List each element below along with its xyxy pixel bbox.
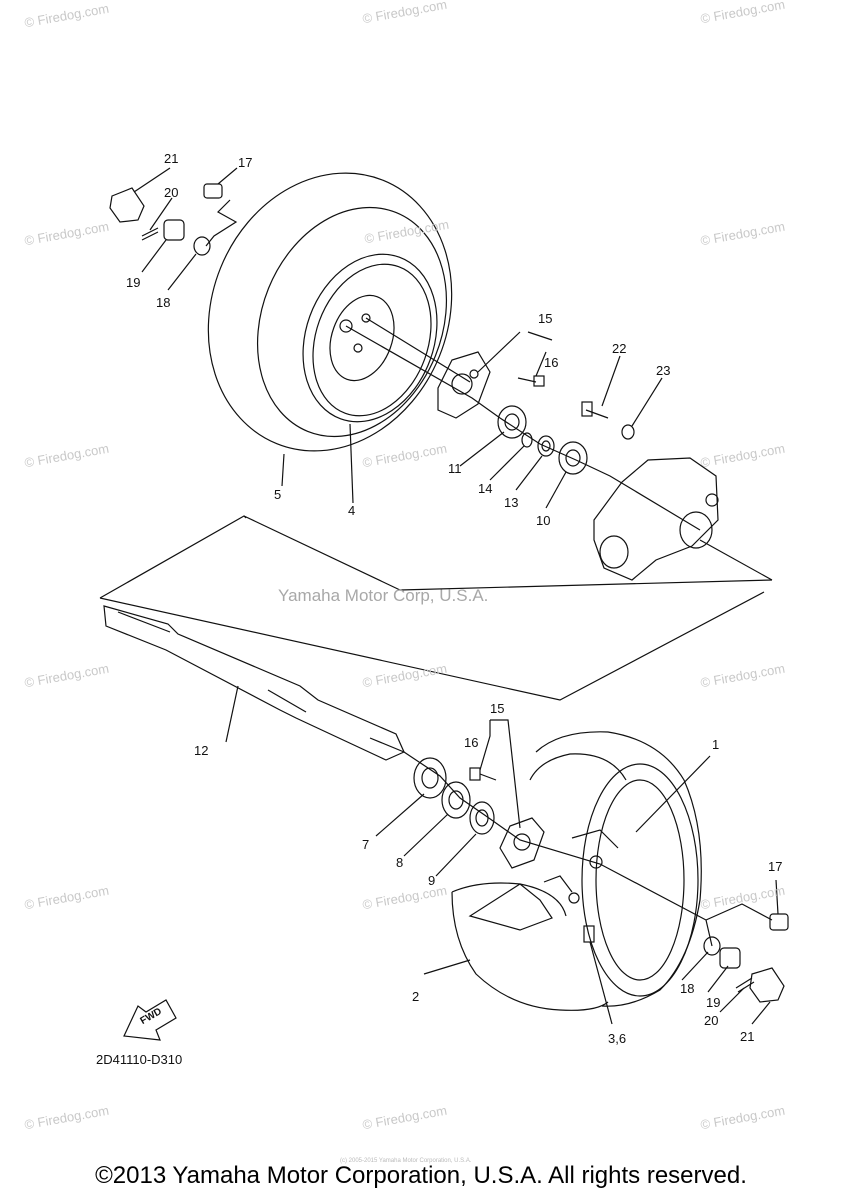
lower-wheel-half-inner [451,875,609,1011]
part-label-21-bottom: 21 [740,1029,755,1044]
lower-bearing-8 [441,781,471,819]
lower-wheel-half-outer [529,731,702,1007]
part-label-10: 10 [536,513,551,528]
upper-tire [207,172,453,452]
part-label-23: 23 [656,363,671,378]
part-label-15-bottom: 15 [490,701,505,716]
part-label-18-bottom: 18 [680,981,695,996]
part-label-19-top: 19 [126,275,141,290]
part-label-16-bottom: 16 [464,735,479,750]
lower-bearing-7 [413,757,447,799]
part-label-4: 4 [348,503,356,518]
axle-plane-frame [99,515,773,701]
axle-housing [593,457,719,581]
upper-castle-nut-19 [163,219,185,241]
manufacturer-watermark: Yamaha Motor Corp, U.S.A. [278,586,489,605]
part-label-9: 9 [428,873,436,888]
rear-axle [103,605,405,761]
lower-leader-lines [225,685,779,1025]
part-label-15-top: 15 [538,311,553,326]
lower-cotter-pin-20 [735,977,755,993]
part-label-13: 13 [504,495,519,510]
upper-wheel-rim [302,253,438,423]
part-label-18-top: 18 [156,295,171,310]
upper-bearing-10 [558,441,588,475]
lower-castle-nut-19 [719,947,741,969]
upper-washer-23 [621,424,635,440]
lower-hub [499,817,545,869]
part-label-20-bottom: 20 [704,1013,719,1028]
fwd-arrow [123,999,177,1041]
part-label-20-top: 20 [164,185,179,200]
lower-axle-cap-21 [749,967,785,1003]
part-label-2: 2 [412,989,420,1004]
part-label-1: 1 [712,737,720,752]
diagram-code: 2D41110-D310 [96,1052,183,1067]
upper-leader-lines [133,167,663,509]
upper-washer-18 [193,236,211,256]
lower-nut-17 [769,913,789,931]
valve-stem [583,925,595,943]
part-label-5: 5 [274,487,282,502]
part-label-12: 12 [194,743,209,758]
copyright-notice: ©2013 Yamaha Motor Corporation, U.S.A. A… [95,1162,747,1189]
upper-axle-cap-21 [109,187,145,223]
lower-center-lines [403,719,773,947]
lower-washer-18 [703,936,721,956]
part-label-11: 11 [448,461,462,476]
tiny-copyright: (c) 2005-2015 Yamaha Motor Corporation, … [340,1158,472,1164]
part-label-19-bottom: 19 [706,995,721,1010]
part-label-7: 7 [362,837,370,852]
part-label-17-bottom: 17 [768,859,783,874]
part-label-3-6: 3,6 [608,1031,627,1046]
part-label-16-top: 16 [544,355,559,370]
upper-bearing-11 [497,405,527,439]
upper-hub [437,351,491,419]
upper-spacer-13 [537,435,555,457]
part-label-21-top: 21 [164,151,179,166]
upper-center-lines [205,199,701,531]
upper-bolt [517,375,545,387]
part-label-8: 8 [396,855,404,870]
upper-bolt-22 [581,401,609,419]
upper-cotter-pin-20 [141,227,159,241]
lower-bolt [469,767,497,781]
part-label-22: 22 [612,341,627,356]
upper-oring-14 [521,432,533,448]
part-label-17-top: 17 [238,155,253,170]
upper-nut-17 [203,183,223,199]
part-label-14: 14 [478,481,493,496]
